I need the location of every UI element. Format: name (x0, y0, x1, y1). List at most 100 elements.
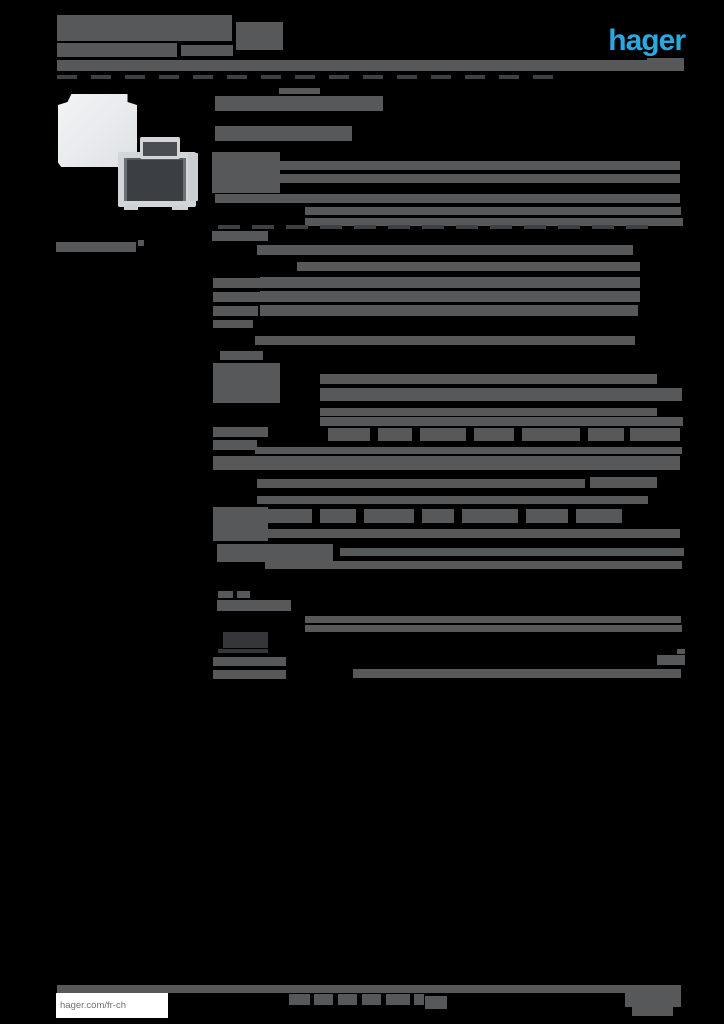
redacted-text-bar (286, 225, 308, 229)
redacted-text-bar (363, 75, 383, 79)
redacted-text-bar (223, 632, 268, 648)
redacted-text-bar (218, 591, 233, 598)
enclosure-foot (124, 205, 138, 210)
redacted-text-bar (217, 544, 333, 562)
redacted-text-bar (388, 225, 410, 229)
redacted-text-bar (57, 43, 177, 57)
redacted-text-bar (257, 479, 585, 488)
redacted-text-bar (320, 417, 683, 426)
redacted-text-bar (588, 428, 624, 441)
redacted-text-bar (305, 218, 683, 226)
redacted-text-bar (305, 207, 681, 215)
redacted-text-bar (305, 625, 682, 632)
redacted-text-bar (320, 374, 657, 384)
product-image (56, 92, 198, 210)
redacted-text-bar (522, 428, 580, 441)
redacted-text-bar (590, 477, 657, 488)
redacted-text-bar (213, 320, 253, 328)
redacted-text-bar (533, 75, 553, 79)
redacted-text-bar (265, 529, 680, 538)
redacted-text-bar (456, 225, 478, 229)
redacted-text-bar (252, 225, 274, 229)
redacted-text-bar (526, 509, 568, 523)
redacted-text-bar (626, 225, 648, 229)
redacted-text-bar (340, 548, 684, 556)
redacted-text-bar (422, 509, 454, 523)
redacted-text-bar (524, 225, 546, 229)
redacted-text-bar (218, 649, 268, 653)
redacted-text-bar (228, 509, 260, 523)
redacted-text-bar (465, 75, 485, 79)
redacted-text-bar (289, 994, 310, 1005)
redacted-text-bar (362, 994, 381, 1005)
redacted-text-bar (181, 45, 233, 56)
redacted-text-bar (213, 363, 280, 403)
redacted-text-bar (431, 75, 451, 79)
enclosure-frame (118, 152, 196, 207)
redacted-text-bar (255, 447, 682, 454)
redacted-text-bar (320, 509, 356, 523)
redacted-text-bar (320, 408, 657, 416)
redacted-text-bar (213, 292, 263, 302)
redacted-text-bar (474, 428, 514, 441)
redacted-text-bar (261, 75, 281, 79)
redacted-text-bar (420, 428, 466, 441)
redacted-text-bar (364, 509, 414, 523)
enclosure-interior (124, 158, 186, 201)
redacted-text-bar (378, 428, 412, 441)
redacted-text-bar (215, 126, 352, 141)
redacted-text-bar (213, 456, 680, 470)
redacted-text-bar (212, 231, 268, 241)
redacted-text-bar (213, 670, 286, 679)
redacted-text-bar (193, 75, 213, 79)
redacted-text-bar (329, 75, 349, 79)
redacted-text-bar (257, 496, 648, 504)
redacted-text-bar (248, 161, 680, 170)
redacted-text-bar (592, 225, 614, 229)
redacted-text-bar (462, 509, 518, 523)
redacted-text-bar (213, 278, 268, 288)
footer-link-text[interactable]: hager.com/fr-ch (60, 1000, 126, 1011)
redacted-text-bar (397, 75, 417, 79)
footer-link-box[interactable]: hager.com/fr-ch (56, 993, 168, 1018)
enclosure-box-front (118, 137, 198, 210)
redacted-text-bar (257, 245, 633, 255)
hager-logo: hager (608, 24, 686, 57)
redacted-text-bar (297, 262, 640, 271)
redacted-text-bar (237, 591, 250, 598)
redacted-text-bar (386, 994, 410, 1005)
redacted-text-bar (677, 649, 685, 654)
redacted-text-bar (212, 152, 280, 193)
redacted-text-bar (320, 388, 682, 401)
redacted-text-bar (57, 60, 684, 71)
redacted-text-bar (305, 616, 681, 623)
redacted-text-bar (625, 985, 681, 1007)
redacted-text-bar (320, 225, 342, 229)
redacted-text-bar (630, 428, 680, 441)
redacted-text-bar (414, 994, 424, 1005)
redacted-text-bar (125, 75, 145, 79)
redacted-text-bar (422, 225, 444, 229)
redacted-text-bar (354, 225, 376, 229)
redacted-text-bar (295, 75, 315, 79)
enclosure-handle-inner (143, 142, 177, 156)
redacted-text-bar (217, 600, 291, 611)
redacted-text-bar (314, 994, 333, 1005)
redacted-text-bar (268, 509, 312, 523)
redacted-text-bar (56, 242, 136, 252)
redacted-text-bar (657, 655, 685, 665)
redacted-text-bar (425, 996, 447, 1009)
redacted-text-bar (213, 657, 286, 666)
redacted-text-bar (220, 351, 263, 360)
redacted-text-bar (91, 75, 111, 79)
redacted-text-bar (227, 75, 247, 79)
redacted-text-bar (57, 75, 77, 79)
redacted-text-bar (338, 994, 357, 1005)
redacted-text-bar (215, 194, 680, 203)
redacted-text-bar (265, 561, 682, 569)
redacted-text-bar (576, 509, 622, 523)
redacted-text-bar (236, 22, 283, 50)
redacted-text-bar (57, 15, 232, 41)
redacted-text-bar (57, 985, 681, 993)
